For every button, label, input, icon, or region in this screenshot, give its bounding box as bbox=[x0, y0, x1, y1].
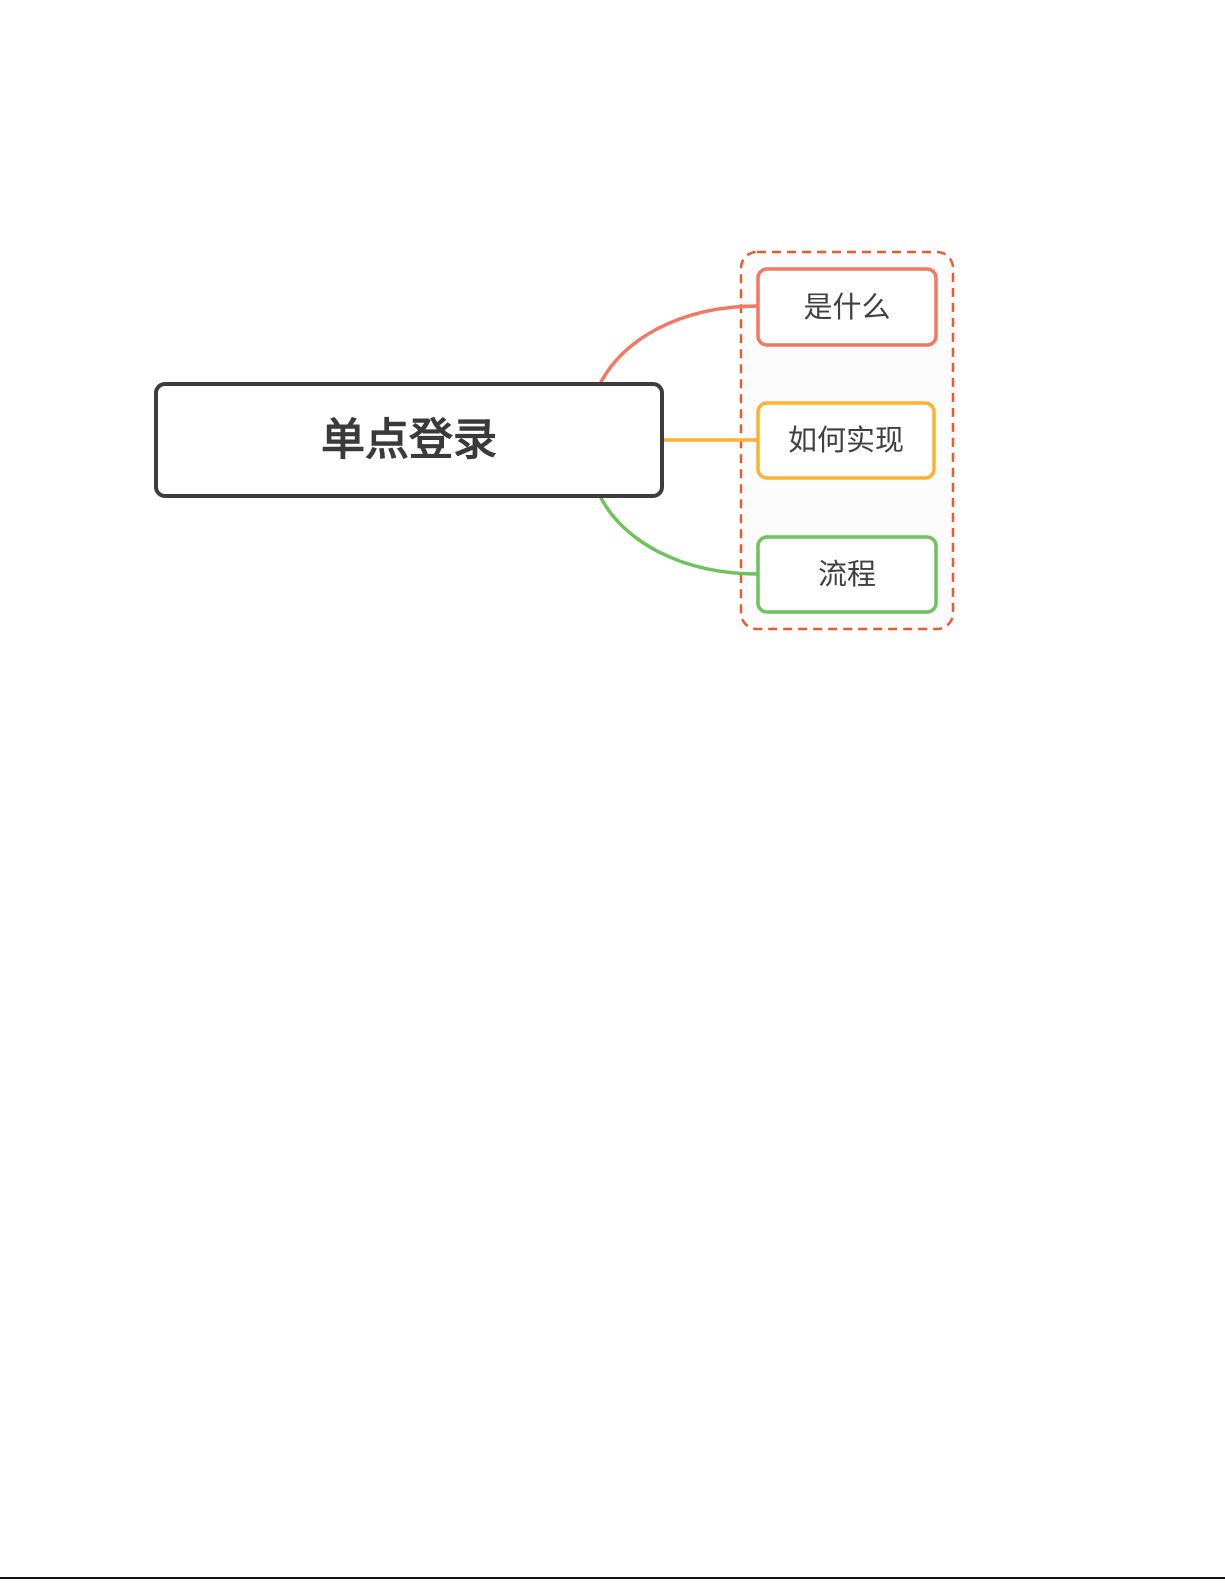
branch-node-label: 流程 bbox=[818, 557, 876, 591]
branch-node-what[interactable]: 是什么 bbox=[758, 269, 936, 345]
branch-node-how[interactable]: 如何实现 bbox=[758, 403, 934, 478]
connector-what bbox=[600, 306, 758, 384]
page-bottom-border bbox=[0, 1577, 1225, 1579]
branch-node-label: 如何实现 bbox=[788, 423, 904, 457]
root-node-label: 单点登录 bbox=[321, 415, 497, 466]
branch-node-label: 是什么 bbox=[803, 290, 890, 324]
root-node[interactable]: 单点登录 bbox=[156, 384, 662, 496]
branch-node-flow[interactable]: 流程 bbox=[758, 537, 936, 612]
connector-flow bbox=[600, 496, 758, 574]
